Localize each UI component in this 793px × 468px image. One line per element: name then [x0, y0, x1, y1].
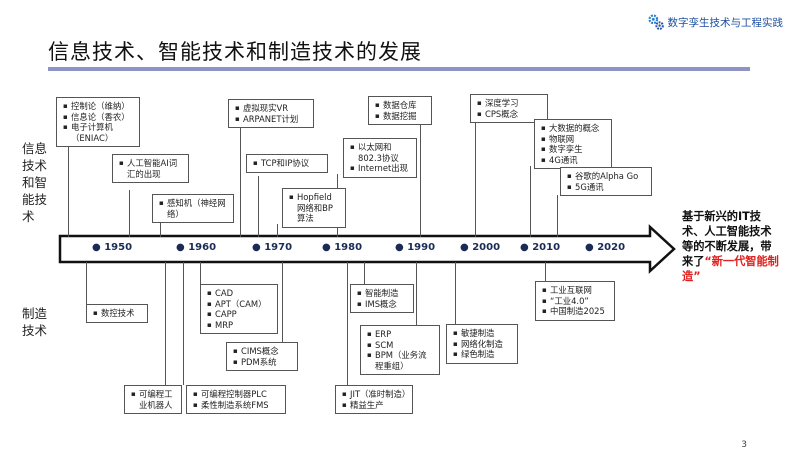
connector-line	[282, 262, 283, 342]
connector-line	[277, 224, 278, 237]
timeline-arrow	[58, 224, 676, 274]
brand-text: 数字孪生技术与工程实践	[667, 16, 784, 29]
year-tick: ● 1960	[176, 242, 217, 253]
milestone-box: 可编程控制器PLC 柔性制造系统FMS	[186, 385, 286, 415]
conclusion-note: 基于新兴的IT技术、人工智能技术等的不断发展，带来了“新一代智能制造”	[682, 209, 782, 284]
year-tick: ● 1990	[395, 242, 436, 253]
connector-line	[557, 195, 558, 237]
milestone-box: CIMS概念 PDM系统	[226, 342, 298, 372]
conclusion-text: 基于新兴的IT技术、人工智能技术等的不断发展，带来了	[682, 210, 772, 268]
connector-line	[129, 190, 130, 237]
title-underline	[48, 67, 750, 71]
milestone-box: CAD APT（CAM） CAPP MRP	[200, 284, 278, 335]
year-tick: ● 1950	[92, 242, 133, 253]
connector-line	[545, 262, 546, 281]
year-tick: ● 2000	[460, 242, 501, 253]
connector-line	[364, 262, 365, 284]
milestone-box: JIT（准时制造） 精益生产	[335, 385, 413, 415]
year-tick: ● 2020	[585, 242, 626, 253]
connector-line	[200, 262, 201, 284]
page-number: 3	[741, 440, 747, 450]
milestone-box: 控制论（维纳） 信息论（香农） 电子计算机（ENIAC）	[56, 97, 140, 148]
milestone-box: 可编程工业机器人	[124, 385, 182, 415]
milestone-box: 虚拟现实VR ARPANET计划	[228, 99, 314, 129]
page-title: 信息技术、智能技术和制造技术的发展	[48, 40, 422, 64]
milestone-box: 感知机（神经网络）	[152, 194, 234, 224]
milestone-box: 人工智能AI词汇的出现	[112, 154, 189, 184]
milestone-box: 深度学习 CPS概念	[470, 94, 548, 124]
year-tick: ● 1970	[252, 242, 293, 253]
milestone-box: 以太网和802.3协议 Internet出现	[343, 138, 417, 178]
year-tick: ● 1980	[322, 242, 363, 253]
connector-line	[475, 120, 476, 237]
connector-line	[416, 262, 417, 325]
connector-line	[160, 220, 161, 237]
lane-label-it: 信息技术和智能技术	[22, 141, 48, 224]
milestone-box: 谷歌的Alpha Go 5G通讯	[560, 167, 652, 197]
milestone-box: 工业互联网 “工业4.0” 中国制造2025	[535, 281, 615, 321]
brand-logo: 数字孪生技术与工程实践	[647, 13, 784, 31]
lane-label-manufacturing: 制造技术	[22, 306, 48, 338]
milestone-box: 智能制造 IMS概念	[350, 284, 414, 314]
connector-line	[258, 176, 259, 237]
gear-icon	[647, 14, 664, 30]
milestone-box: 数据仓库 数据挖掘	[368, 96, 432, 126]
connector-line	[530, 166, 531, 237]
milestone-box: 大数据的概念 物联网 数字孪生 4G通讯	[534, 119, 612, 170]
connector-line	[455, 262, 456, 324]
milestone-box: TCP和IP协议	[246, 154, 328, 173]
connector-line	[347, 262, 348, 385]
milestone-box: 敏捷制造 网络化制造 绿色制造	[446, 324, 518, 364]
connector-line	[183, 262, 184, 385]
milestone-box: ERP SCM BPM（业务流程重组）	[360, 325, 440, 376]
milestone-box: 数控技术	[86, 304, 148, 323]
connector-line	[86, 262, 87, 304]
connector-line	[420, 122, 421, 237]
conclusion-highlight: “新一代智能制造”	[682, 255, 779, 283]
connector-line	[68, 140, 69, 237]
connector-line	[165, 262, 166, 385]
milestone-box: Hopfield网络和BP算法	[282, 188, 346, 228]
year-tick: ● 2010	[520, 242, 561, 253]
connector-line	[240, 126, 241, 237]
